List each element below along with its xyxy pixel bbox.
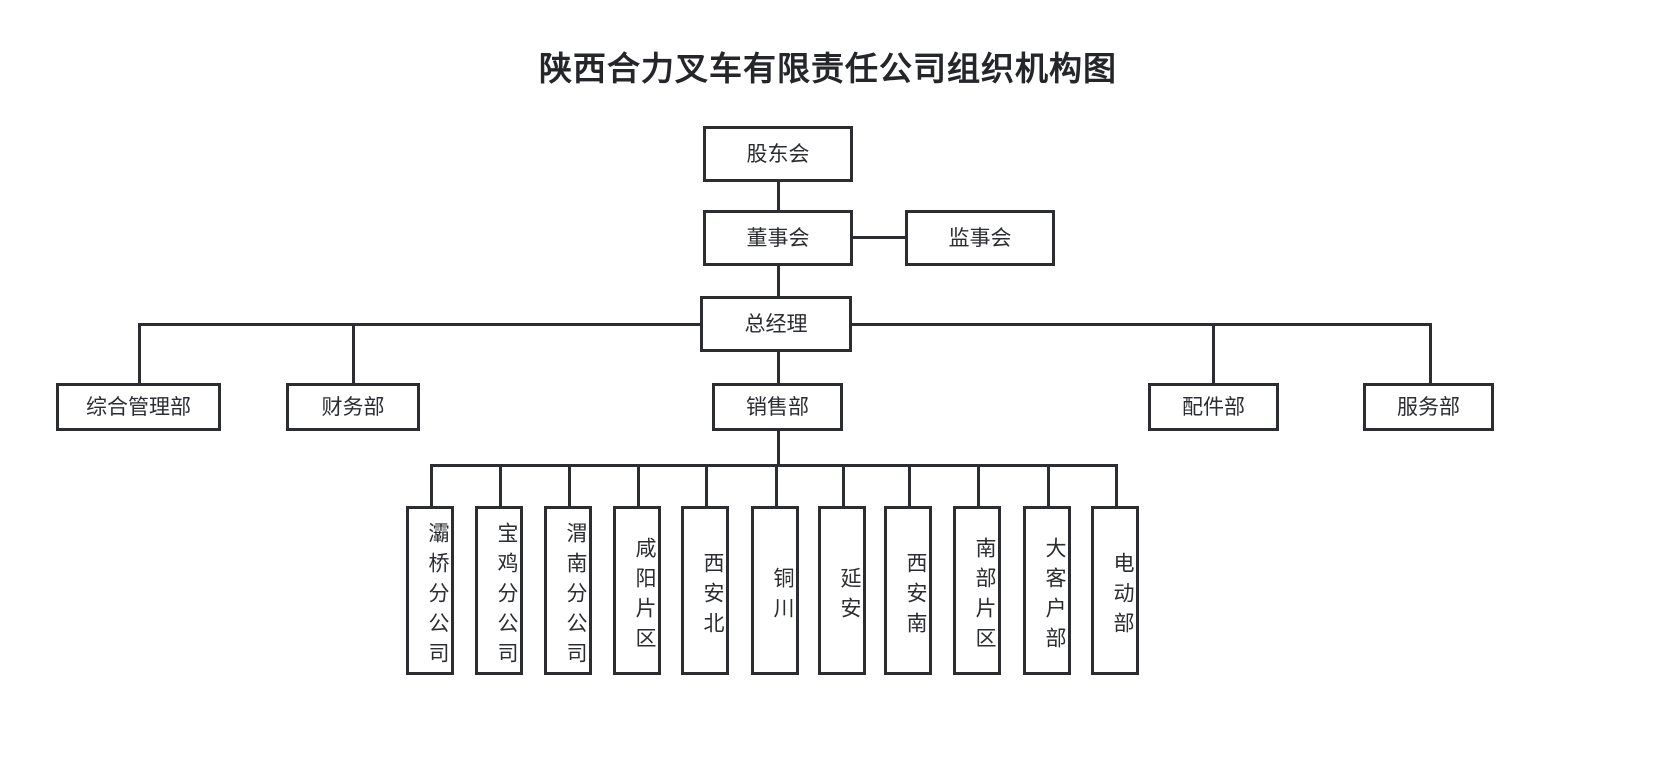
drop-sales-unit-6 [842, 464, 845, 506]
drop-sales-unit-0 [430, 464, 433, 506]
node-department-1[interactable]: 财务部 [286, 383, 420, 431]
connector-sales-subtree [777, 431, 780, 464]
node-shareholders[interactable]: 股东会 [703, 126, 853, 182]
node-sales-unit-0[interactable]: 灞桥分公司 [406, 506, 454, 675]
drop-sales-unit-1 [499, 464, 502, 506]
connector-board-gm [777, 266, 780, 296]
drop-dept-general-management [138, 323, 141, 383]
drop-dept-parts [1212, 323, 1215, 383]
drop-sales-unit-9 [1047, 464, 1050, 506]
node-department-0[interactable]: 综合管理部 [56, 383, 221, 431]
node-sales-unit-5[interactable]: 铜川 [751, 506, 799, 675]
node-board[interactable]: 董事会 [703, 210, 853, 266]
node-department-3[interactable]: 配件部 [1148, 383, 1279, 431]
drop-dept-finance [352, 323, 355, 383]
node-sales-unit-4[interactable]: 西安北 [681, 506, 729, 675]
connector-board-supervisors [853, 236, 905, 239]
drop-sales-unit-2 [568, 464, 571, 506]
node-sales-unit-7[interactable]: 西安南 [884, 506, 932, 675]
drop-sales-unit-7 [908, 464, 911, 506]
drop-sales-unit-10 [1115, 464, 1118, 506]
page-title: 陕西合力叉车有限责任公司组织机构图 [539, 50, 1117, 87]
node-department-4[interactable]: 服务部 [1363, 383, 1494, 431]
node-supervisors[interactable]: 监事会 [905, 210, 1055, 266]
node-department-2[interactable]: 销售部 [712, 383, 843, 431]
node-sales-unit-2[interactable]: 渭南分公司 [544, 506, 592, 675]
node-general-manager[interactable]: 总经理 [700, 296, 852, 352]
distribution-bar-departments-right [850, 323, 1432, 326]
drop-sales-unit-5 [775, 464, 778, 506]
drop-dept-sales [777, 352, 780, 383]
drop-dept-service [1429, 323, 1432, 383]
distribution-bar-departments-left [138, 323, 702, 326]
node-sales-unit-10[interactable]: 电动部 [1091, 506, 1139, 675]
node-sales-unit-1[interactable]: 宝鸡分公司 [475, 506, 523, 675]
drop-sales-unit-4 [705, 464, 708, 506]
drop-sales-unit-3 [637, 464, 640, 506]
distribution-bar-sales-units [430, 464, 1116, 467]
node-sales-unit-6[interactable]: 延安 [818, 506, 866, 675]
node-sales-unit-8[interactable]: 南部片区 [953, 506, 1001, 675]
drop-sales-unit-8 [977, 464, 980, 506]
connector-shareholders-board [777, 182, 780, 210]
node-sales-unit-9[interactable]: 大客户部 [1023, 506, 1071, 675]
node-sales-unit-3[interactable]: 咸阳片区 [613, 506, 661, 675]
